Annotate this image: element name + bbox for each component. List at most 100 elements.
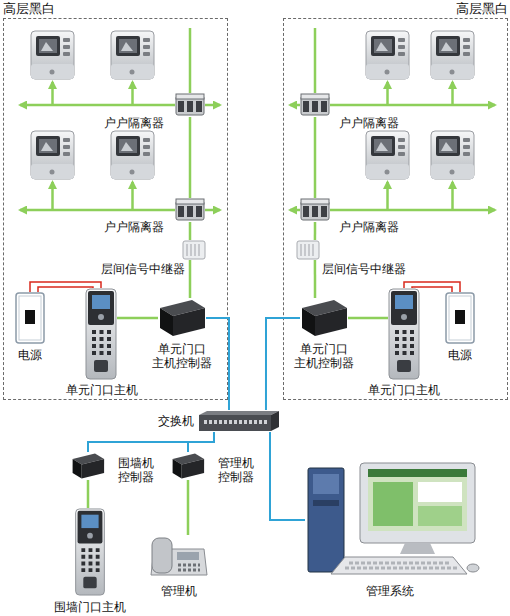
branch-arrow — [205, 209, 220, 212]
indoor-monitor — [31, 131, 74, 179]
branch-arrow — [330, 104, 495, 107]
connection-wire — [187, 480, 190, 535]
connection-wire — [348, 317, 388, 320]
controller-box: 围墙机 控制器 — [62, 452, 114, 480]
branch-arrow — [131, 82, 134, 105]
controller-icon — [73, 453, 105, 478]
door-station: 单元门口主机 — [388, 288, 420, 380]
connection-wire — [189, 260, 192, 298]
device-label: 交换机 — [138, 414, 194, 428]
isolator-device: 户户隔离器 — [175, 198, 205, 222]
device-label: 电源 — [440, 348, 480, 362]
controller-box: 单元门口 主机控制器 — [300, 298, 348, 338]
computer-icon — [308, 463, 479, 574]
repeater-icon — [297, 241, 319, 259]
isolator-device: 户户隔离器 — [175, 93, 205, 117]
isolator-icon — [301, 199, 329, 220]
branch-arrow — [20, 209, 175, 212]
device-label: 户户隔离器 — [98, 116, 170, 130]
device-label: 管理机 控制器 — [218, 456, 260, 484]
power-wire — [412, 287, 452, 292]
signal-wire — [20, 28, 495, 210]
device-icon — [16, 94, 479, 595]
connection-wire — [30, 282, 101, 292]
controller-box: 单元门口 主机控制器 — [158, 298, 206, 338]
device-label: 管理机 — [150, 584, 208, 598]
repeater-icon — [183, 241, 205, 259]
indoor-monitor — [366, 131, 409, 179]
connection-wire — [404, 282, 460, 292]
connection-wire — [314, 260, 317, 298]
connection-wire — [314, 117, 317, 198]
controller-icon — [302, 300, 347, 336]
indoor-monitor — [111, 31, 154, 79]
isolator-icon — [301, 94, 329, 115]
zone-title: 高层黑白 — [428, 1, 508, 16]
device-label: 户户隔离器 — [98, 220, 170, 234]
connection-wire — [117, 317, 158, 320]
device-label: 层间信号中继器 — [322, 262, 422, 276]
isolator-device: 户户隔离器 — [300, 198, 330, 222]
bus-wire — [189, 28, 192, 93]
branch-arrow — [205, 104, 220, 107]
device-label: 围墙门口主机 — [40, 600, 140, 614]
device-label: 围墙机 控制器 — [118, 456, 160, 484]
management-computer: 管理系统 — [305, 462, 480, 577]
branch-arrow — [290, 209, 300, 212]
door-station: 围墙门口主机 — [72, 508, 108, 596]
switch-icon — [199, 411, 279, 431]
branch-arrow — [451, 82, 454, 105]
controller-icon — [173, 453, 205, 478]
isolator-icon — [176, 199, 204, 220]
branch-arrow — [451, 182, 454, 210]
device-label: 单元门口主机 — [359, 383, 449, 397]
isolator-device: 户户隔离器 — [300, 93, 330, 117]
device-label: 单元门口 主机控制器 — [293, 342, 355, 370]
isolator-icon — [176, 94, 204, 115]
branch-arrow — [20, 104, 175, 107]
power-icon — [446, 293, 474, 343]
power-icon — [16, 293, 44, 343]
connection-wire — [189, 117, 192, 198]
branch-arrow — [386, 182, 389, 210]
building-zone: 高层黑白户户隔离器户户隔离器层间信号中继器单元门口 主机控制器单元门口主机电源 — [283, 18, 508, 400]
branch-arrow — [386, 82, 389, 105]
device-label: 层间信号中继器 — [88, 262, 198, 276]
indoor-monitor — [111, 131, 154, 179]
indoor-monitor — [366, 31, 409, 79]
connection-wire — [266, 318, 300, 410]
door-station-icon — [76, 509, 105, 595]
power-supply: 电源 — [15, 292, 45, 344]
indoor-monitor — [31, 31, 74, 79]
connection-wire — [88, 432, 214, 452]
power-wire — [38, 287, 93, 292]
branch-arrow — [51, 82, 54, 105]
device-label: 单元门口主机 — [57, 383, 147, 397]
device-label: 管理系统 — [350, 584, 430, 598]
indoor-monitor — [431, 31, 474, 79]
management-phone: 管理机 — [150, 535, 208, 577]
controller-box: 管理机 控制器 — [162, 452, 214, 480]
connection-wire — [314, 222, 317, 240]
power-wire — [38, 287, 452, 292]
door-station-icon — [86, 289, 116, 379]
repeater-device: 层间信号中继器 — [296, 240, 320, 260]
branch-arrow — [131, 182, 134, 210]
bus-wire — [314, 28, 317, 93]
phone-icon — [151, 538, 207, 575]
branch-arrow — [51, 182, 54, 210]
device-label: 户户隔离器 — [333, 220, 405, 234]
controller-icon — [160, 300, 205, 336]
device-label: 电源 — [10, 348, 50, 362]
branch-arrow — [290, 104, 300, 107]
repeater-device: 层间信号中继器 — [182, 240, 206, 260]
building-zone: 高层黑白户户隔离器户户隔离器层间信号中继器电源单元门口主机单元门口 主机控制器 — [3, 18, 228, 400]
connection-wire — [270, 432, 305, 520]
door-station: 单元门口主机 — [85, 288, 117, 380]
device-label: 户户隔离器 — [333, 116, 405, 130]
door-station-icon — [389, 289, 419, 379]
power-supply: 电源 — [445, 292, 475, 344]
